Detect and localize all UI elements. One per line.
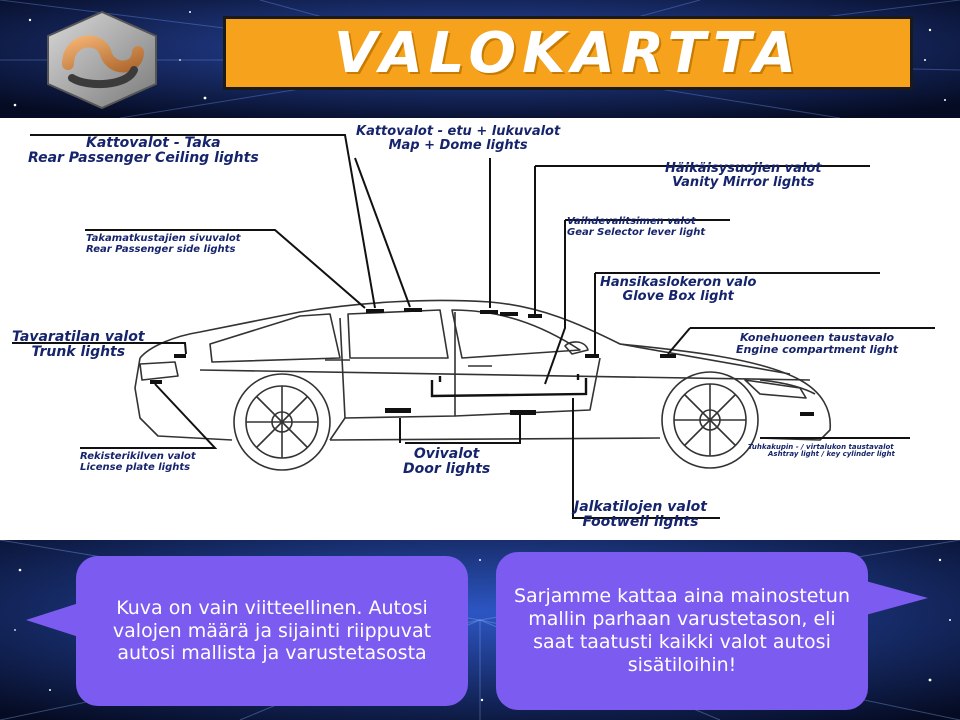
info-bubble-left-text: Kuva on vain viitteellinen. Autosi valoj…	[112, 596, 432, 665]
label-license-plate-en: License plate lights	[80, 461, 191, 473]
label-engine-en: Engine compartment light	[736, 342, 898, 356]
label-door: Ovivalot Door lights	[403, 447, 490, 476]
label-map-dome-en: Map + Dome lights	[388, 137, 528, 153]
label-trunk-en: Trunk lights	[31, 343, 126, 360]
label-map-dome-fi: Kattovalot - etu + lukuvalot	[356, 124, 561, 139]
label-engine: Konehuoneen taustavalo Engine compartmen…	[736, 332, 898, 355]
label-rear-side-en: Rear Passenger side lights	[86, 243, 236, 255]
label-rear-side-fi: Takamatkustajien sivuvalot	[86, 233, 241, 244]
label-footwell-en: Footwell lights	[582, 513, 699, 530]
label-license-plate-fi: Rekisterikilven valot	[80, 451, 196, 462]
label-ashtray-fi: Tuhkakupin - / virtalukon taustavalot	[748, 443, 894, 451]
title-banner: VALOKARTTA	[223, 16, 913, 90]
label-ashtray-en: Ashtray light / key cylinder light	[768, 450, 895, 459]
label-trunk: Tavaratilan valot Trunk lights	[12, 330, 145, 359]
label-map-dome: Kattovalot - etu + lukuvalot Map + Dome …	[356, 125, 560, 152]
label-door-en: Door lights	[403, 460, 491, 477]
label-license-plate: Rekisterikilven valot License plate ligh…	[80, 451, 196, 473]
label-rear-ceiling-en: Rear Passenger Ceiling lights	[28, 149, 259, 166]
light-map-diagram: Kattovalot - Taka Rear Passenger Ceiling…	[0, 118, 960, 540]
label-gear-selector: Vaihdevalitsimen valot Gear Selector lev…	[567, 216, 706, 238]
bubble-right-tail	[862, 580, 928, 616]
page-title: VALOKARTTA	[333, 20, 803, 86]
label-door-fi: Ovivalot	[413, 446, 480, 462]
bubble-left-tail	[26, 602, 82, 638]
label-engine-fi: Konehuoneen taustavalo	[740, 331, 895, 344]
info-bubble-right-text: Sarjamme kattaa aina mainostetun mallin …	[513, 585, 851, 676]
label-gear-selector-fi: Vaihdevalitsimen valot	[567, 216, 696, 227]
label-footwell-fi: Jalkatilojen valot	[574, 499, 707, 515]
label-vanity-mirror: Häikäisysuojien valot Vanity Mirror ligh…	[665, 162, 821, 189]
label-rear-side: Takamatkustajien sivuvalot Rear Passenge…	[86, 233, 241, 255]
label-vanity-mirror-fi: Häikäisysuojien valot	[665, 161, 822, 176]
info-bubble-right: Sarjamme kattaa aina mainostetun mallin …	[496, 552, 868, 710]
label-glove-box-fi: Hansikaslokeron valo	[600, 275, 757, 290]
label-rear-ceiling: Kattovalot - Taka Rear Passenger Ceiling…	[28, 136, 259, 165]
label-gear-selector-en: Gear Selector lever light	[567, 226, 706, 238]
brand-logo-icon	[38, 8, 166, 110]
label-vanity-mirror-en: Vanity Mirror lights	[672, 174, 815, 190]
info-bubble-left: Kuva on vain viitteellinen. Autosi valoj…	[76, 556, 468, 706]
car-illustration	[12, 134, 935, 519]
label-footwell: Jalkatilojen valot Footwell lights	[574, 500, 707, 529]
label-trunk-fi: Tavaratilan valot	[12, 329, 145, 345]
label-ashtray: Tuhkakupin - / virtalukon taustavalot As…	[748, 443, 895, 459]
label-rear-ceiling-fi: Kattovalot - Taka	[86, 135, 221, 151]
label-glove-box: Hansikaslokeron valo Glove Box light	[600, 276, 756, 303]
label-glove-box-en: Glove Box light	[622, 288, 734, 304]
